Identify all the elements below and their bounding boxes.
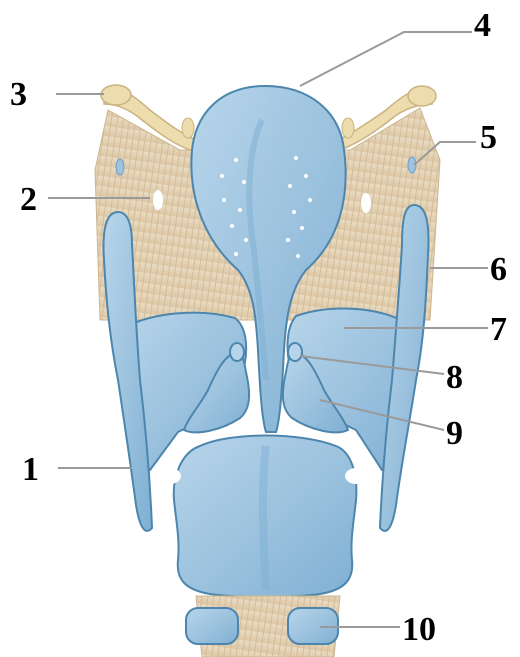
corniculate-cartilage-left [230, 343, 244, 361]
label-6: 6 [490, 251, 507, 288]
lesser-horn-right [342, 118, 354, 138]
cricothyroid-gap-left [159, 468, 181, 484]
lesser-horn-left [182, 118, 194, 138]
label-1: 1 [22, 451, 39, 488]
label-4: 4 [474, 7, 491, 44]
corniculate-cartilage-right [288, 343, 302, 361]
cricothyroid-gap-right [345, 468, 367, 484]
hyoid-tip-left [101, 85, 131, 105]
label-3: 3 [10, 76, 27, 113]
label-9: 9 [446, 415, 463, 452]
cricoid-midline [263, 446, 266, 590]
label-5: 5 [480, 119, 497, 156]
leader-line-4 [300, 32, 472, 86]
triticeous-cartilage-left [116, 159, 124, 175]
hyoid-tip-right [408, 86, 436, 106]
label-7: 7 [490, 311, 507, 348]
label-10: 10 [402, 611, 436, 648]
tracheal-ring-left [186, 608, 238, 644]
membrane-opening-right [361, 193, 371, 213]
membrane-opening-left [153, 190, 163, 210]
label-2: 2 [20, 181, 37, 218]
label-8: 8 [446, 359, 463, 396]
